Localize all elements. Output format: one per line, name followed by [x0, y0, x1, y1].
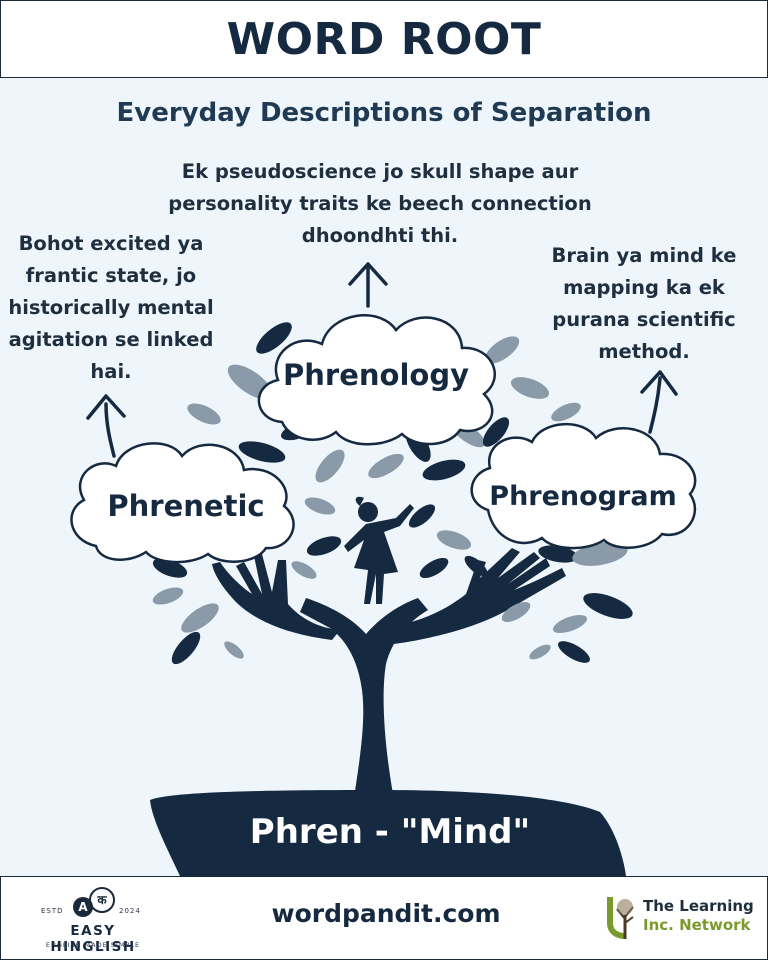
page-title: WORD ROOT — [226, 13, 542, 65]
leaf — [291, 561, 317, 579]
leaf — [171, 631, 201, 665]
leaf — [187, 403, 221, 425]
logo-name: EASY HINGLISH — [50, 923, 136, 955]
description-phrenogram: Brain ya mind ke mapping ka ek purana sc… — [551, 244, 737, 363]
arrows — [86, 262, 678, 458]
word-phrenology: Phrenology — [283, 358, 469, 392]
description-phrenology: Ek pseudoscience jo skull shape aur pers… — [168, 160, 592, 247]
ground-mound — [150, 790, 626, 876]
leaf — [224, 641, 244, 659]
website-link[interactable]: wordpandit.com — [271, 899, 501, 928]
logo-estd: ESTD — [41, 907, 64, 915]
leaf — [408, 504, 436, 528]
leaf — [436, 530, 472, 550]
cloud-left — [70, 442, 295, 564]
leaf — [422, 459, 466, 481]
leaf — [238, 441, 286, 463]
learning-network-logo: The Learning Inc. Network — [603, 893, 763, 945]
cloud-right — [470, 423, 697, 550]
subtitle: Everyday Descriptions of Separation — [116, 98, 652, 128]
speech-bubble-a-icon: A — [73, 897, 93, 917]
logo-tagline: ENGLISH MADE SIMPLE — [45, 941, 141, 949]
arrow-up-center-icon — [348, 262, 388, 308]
leaf — [484, 336, 520, 364]
left-hand-icon — [212, 554, 340, 640]
leaf — [482, 417, 510, 447]
speech-bubble-k-icon: क — [89, 887, 115, 913]
learning-network-line2: Inc. Network — [643, 916, 751, 934]
logo-year: 2024 — [119, 907, 141, 915]
description-phrenetic: Bohot excited ya frantic state, jo histo… — [8, 232, 214, 383]
learning-network-line1: The Learning — [643, 897, 754, 915]
child-figure-icon — [344, 496, 414, 604]
leaf — [152, 558, 188, 578]
leaf — [464, 555, 488, 577]
easy-hinglish-logo: ESTD 2024 क A EASY HINGLISH ENGLISH MADE… — [23, 883, 163, 955]
title-banner: WORD ROOT — [0, 0, 768, 78]
leaf — [551, 402, 581, 422]
leaf — [501, 601, 531, 623]
word-phrenogram: Phrenogram — [489, 481, 677, 512]
tree-trunk — [300, 598, 428, 810]
leaf — [419, 557, 449, 579]
arrow-up-left-icon — [86, 394, 126, 458]
leaf — [558, 641, 590, 663]
cloud-center — [257, 314, 496, 446]
root-label: Phren - "Mind" — [249, 812, 531, 852]
leaf — [181, 603, 219, 633]
leaf — [315, 449, 345, 483]
leaf — [304, 497, 336, 515]
leaf — [538, 545, 578, 563]
leaf — [306, 536, 342, 556]
right-hand-icon — [392, 548, 566, 644]
leaf — [529, 644, 551, 660]
leaf — [368, 453, 404, 479]
tree-logo-icon — [607, 897, 634, 939]
footer: ESTD 2024 क A EASY HINGLISH ENGLISH MADE… — [0, 876, 768, 960]
word-phrenetic: Phrenetic — [107, 489, 265, 523]
leaf — [510, 377, 550, 399]
leaf — [583, 593, 633, 619]
leaf — [256, 322, 292, 354]
leaf — [152, 587, 184, 605]
leaf — [552, 614, 588, 634]
learning-network-name: The Learning Inc. Network — [643, 897, 754, 935]
arrow-up-right-icon — [640, 370, 678, 434]
